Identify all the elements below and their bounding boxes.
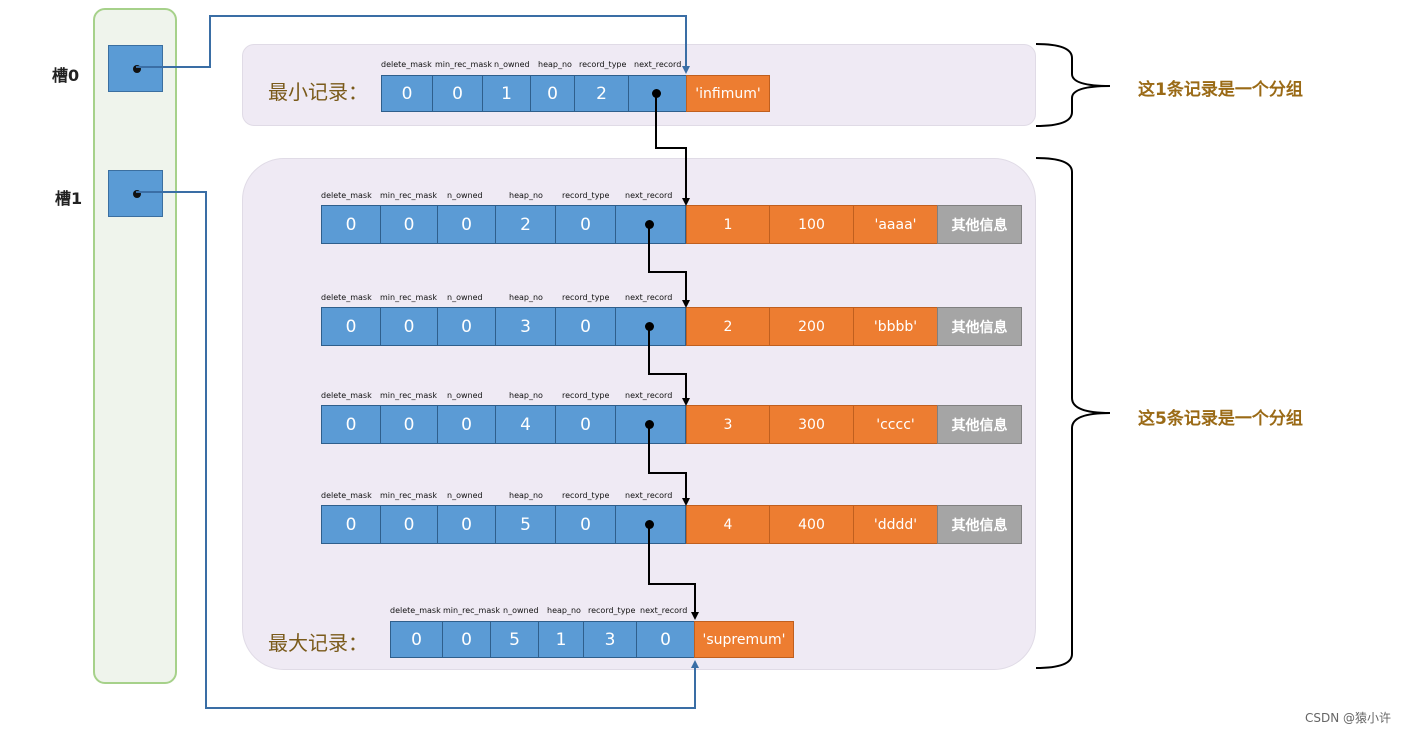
record-pointer-dot: [645, 322, 654, 331]
record-header-label: min_rec_mask: [380, 293, 438, 302]
slot-1-link: [136, 191, 699, 709]
record-extra-info-cell: 其他信息: [937, 307, 1022, 346]
record-data-cell: 2: [686, 307, 770, 346]
record-pointer-dot: [645, 220, 654, 229]
next-record-link: [648, 424, 690, 506]
record-header-cell: 0: [380, 205, 438, 244]
record-header-label: delete_mask: [321, 293, 372, 302]
supremum-header-next-record: next_record: [640, 606, 688, 615]
infimum-data-cell: 'infimum': [686, 75, 770, 112]
infimum-header-next-record: next_record: [634, 60, 682, 69]
record-header-label: delete_mask: [321, 391, 372, 400]
record-header-label: heap_no: [509, 491, 543, 500]
record-header-label: min_rec_mask: [380, 191, 438, 200]
slot-0-box: [108, 45, 163, 92]
record-header-label: delete_mask: [321, 491, 372, 500]
slot-0-link: [136, 15, 690, 74]
record-data-cell: 200: [769, 307, 854, 346]
record-extra-info-cell: 其他信息: [937, 505, 1022, 544]
slot-0-pointer: [133, 65, 141, 73]
record-header-label: n_owned: [447, 491, 483, 500]
infimum-header-n-owned: n_owned: [494, 60, 530, 69]
record-header-label: next_record: [625, 491, 673, 500]
group-2-brace: [1035, 157, 1111, 669]
record-header-label: min_rec_mask: [380, 391, 438, 400]
record-header-cell: 3: [495, 307, 556, 346]
infimum-cell: 1: [482, 75, 531, 112]
record-data-cell: 'aaaa': [853, 205, 938, 244]
record-header-cell: 4: [495, 405, 556, 444]
page-directory: [93, 8, 177, 684]
slot-1-pointer: [133, 190, 141, 198]
group-2-note: 这5条记录是一个分组: [1138, 409, 1303, 429]
record-header-label: next_record: [625, 391, 673, 400]
infimum-header-min-rec-mask: min_rec_mask: [435, 60, 493, 69]
infimum-cell: 0: [381, 75, 433, 112]
record-header-label: n_owned: [447, 391, 483, 400]
record-data-cell: 3: [686, 405, 770, 444]
record-header-label: record_type: [562, 293, 610, 302]
record-header-label: record_type: [562, 391, 610, 400]
infimum-cell: 2: [574, 75, 629, 112]
supremum-next-record-cell: 0: [636, 621, 695, 658]
record-header-label: heap_no: [509, 293, 543, 302]
next-record-link: [648, 327, 690, 406]
record-header-cell: 0: [555, 405, 616, 444]
supremum-header-heap-no: heap_no: [547, 606, 581, 615]
record-header-label: record_type: [562, 191, 610, 200]
record-data-cell: 1: [686, 205, 770, 244]
supremum-cell: 0: [442, 621, 491, 658]
infimum-cell: 0: [530, 75, 575, 112]
next-record-link: [648, 225, 690, 308]
record-header-cell: 0: [555, 307, 616, 346]
next-record-link: [655, 93, 690, 206]
supremum-header-n-owned: n_owned: [503, 606, 539, 615]
supremum-cell: 0: [390, 621, 443, 658]
record-data-cell: 'cccc': [853, 405, 938, 444]
supremum-header-min-rec-mask: min_rec_mask: [443, 606, 501, 615]
record-extra-info-cell: 其他信息: [937, 405, 1022, 444]
record-header-cell: 0: [321, 505, 381, 544]
record-header-cell: 0: [437, 307, 496, 346]
slot-1-box: [108, 170, 163, 217]
record-header-label: n_owned: [447, 293, 483, 302]
record-data-cell: 'dddd': [853, 505, 938, 544]
record-header-label: n_owned: [447, 191, 483, 200]
record-header-label: heap_no: [509, 391, 543, 400]
record-header-cell: 0: [321, 307, 381, 346]
supremum-cell: 3: [583, 621, 637, 658]
record-header-label: heap_no: [509, 191, 543, 200]
supremum-label: 最大记录：: [268, 631, 368, 655]
record-header-cell: 0: [437, 205, 496, 244]
supremum-header-record-type: record_type: [588, 606, 636, 615]
supremum-header-delete-mask: delete_mask: [390, 606, 441, 615]
infimum-header-record-type: record_type: [579, 60, 627, 69]
record-next-record-cell: [615, 505, 686, 544]
record-header-cell: 0: [380, 505, 438, 544]
record-header-cell: 0: [437, 405, 496, 444]
record-header-label: next_record: [625, 191, 673, 200]
record-extra-info-cell: 其他信息: [937, 205, 1022, 244]
next-record-link: [648, 524, 699, 620]
group-1-brace: [1035, 43, 1111, 127]
supremum-data-cell: 'supremum': [694, 621, 794, 658]
record-header-label: record_type: [562, 491, 610, 500]
infimum-label: 最小记录：: [268, 80, 368, 104]
slot-0-label: 槽0: [52, 66, 80, 85]
watermark: CSDN @猿小许: [1305, 711, 1392, 725]
record-data-cell: 300: [769, 405, 854, 444]
record-header-label: delete_mask: [321, 191, 372, 200]
record-header-cell: 0: [380, 307, 438, 346]
record-header-label: next_record: [625, 293, 673, 302]
record-header-label: min_rec_mask: [380, 491, 438, 500]
supremum-cell: 1: [538, 621, 584, 658]
infimum-header-heap-no: heap_no: [538, 60, 572, 69]
slot-1-label: 槽1: [55, 189, 83, 208]
record-header-cell: 0: [437, 505, 496, 544]
group-1-note: 这1条记录是一个分组: [1138, 80, 1303, 100]
infimum-header-delete-mask: delete_mask: [381, 60, 432, 69]
